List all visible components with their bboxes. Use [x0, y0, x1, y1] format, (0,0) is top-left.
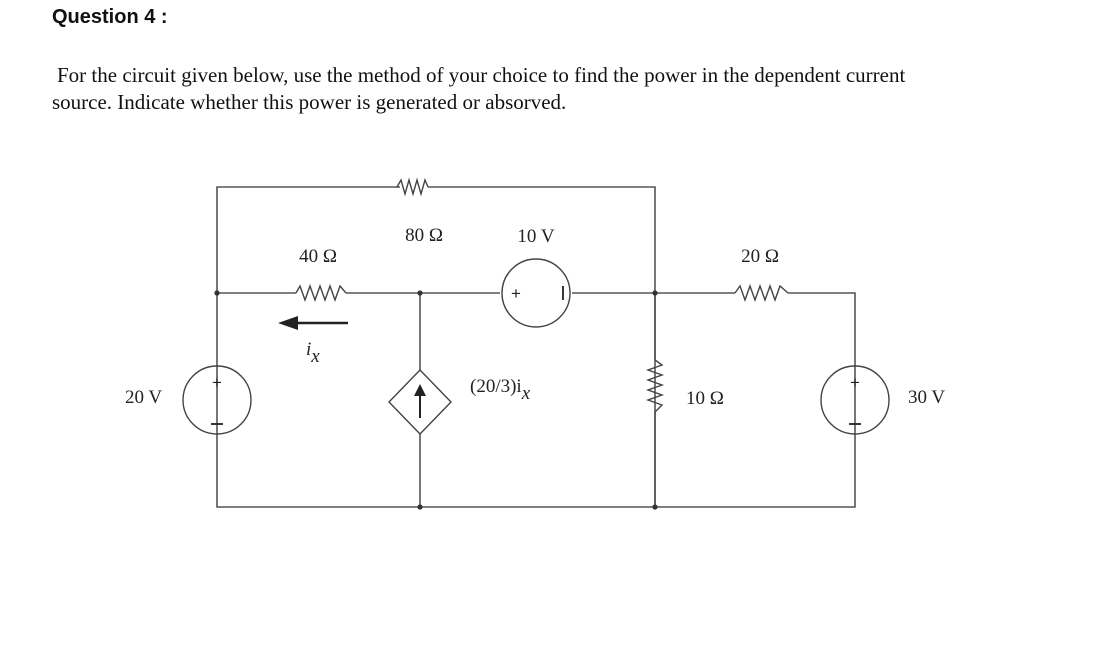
voltage-source-10v	[501, 258, 571, 328]
ix-label: ix	[306, 339, 320, 367]
v20-plus-sign: +	[212, 373, 222, 392]
question-line-2: source. Indicate whether this power is g…	[52, 90, 567, 114]
circuit-wires	[216, 186, 856, 508]
resistor-80-ohm	[396, 177, 429, 197]
v30-plus-sign: +	[850, 373, 860, 392]
voltage-20v-label: 20 V	[125, 387, 162, 408]
resistor-40-ohm	[295, 283, 347, 303]
resistor-10-ohm	[645, 359, 665, 413]
v10-plus-sign: +	[511, 284, 521, 303]
resistor-20-label: 20 Ω	[741, 246, 779, 267]
resistor-40-label: 40 Ω	[299, 246, 337, 267]
question-line-1: For the circuit given below, use the met…	[57, 63, 906, 87]
voltage-30v-label: 30 V	[908, 387, 945, 408]
voltage-10v-label: 10 V	[517, 226, 554, 247]
resistor-10-label: 10 Ω	[686, 388, 724, 409]
resistor-20-ohm	[734, 283, 789, 303]
question-title: Question 4 :	[52, 6, 168, 28]
circuit-nodes	[214, 290, 658, 510]
voltage-source-20v	[182, 365, 252, 435]
resistor-80-label: 80 Ω	[405, 225, 443, 246]
dependent-current-source	[388, 368, 452, 436]
current-ix-arrow-icon	[278, 316, 348, 330]
dependent-source-arrow-icon	[414, 384, 426, 418]
dependent-source-label: (20/3)ix	[470, 376, 531, 404]
voltage-source-30v	[820, 365, 890, 435]
question-text: For the circuit given below, use the met…	[52, 62, 1052, 116]
